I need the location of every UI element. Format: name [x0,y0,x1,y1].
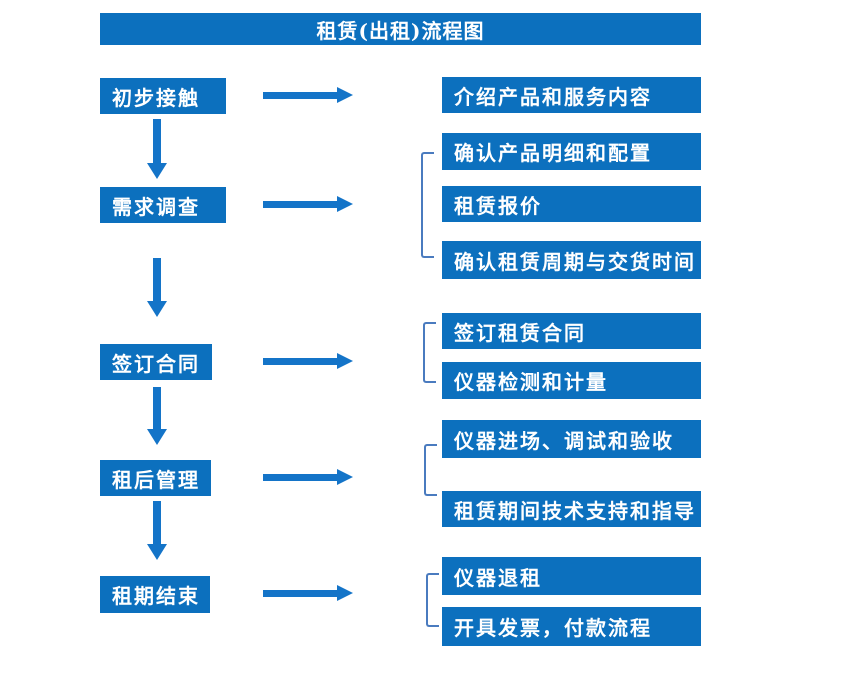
left-step-initial-contact: 初步接触 [100,78,226,114]
right-item-confirm-details: 确认产品明细和配置 [442,133,701,170]
left-step-post-rental: 租后管理 [100,460,211,496]
down-arrow-3 [147,387,167,445]
left-step-rental-end: 租期结束 [100,576,210,613]
left-step-sign-contract: 签订合同 [100,344,212,380]
right-item-instrument-testing: 仪器检测和计量 [442,362,701,399]
right-arrow-5 [263,585,353,601]
right-item-instrument-return: 仪器退租 [442,557,701,595]
right-item-introduce-products: 介绍产品和服务内容 [442,77,701,113]
right-arrow-4 [263,469,353,485]
group-bracket-sign-contract [423,322,436,383]
right-item-sign-rental-contract: 签订租赁合同 [442,313,701,349]
right-item-invoice-payment: 开具发票，付款流程 [442,607,701,646]
down-arrow-4 [147,501,167,560]
right-arrow-2 [263,196,353,212]
group-bracket-rental-end [426,573,439,627]
right-arrow-3 [263,353,353,369]
down-arrow-1 [147,119,167,179]
group-bracket-demand-survey [421,152,434,258]
flowchart-title: 租赁(出租)流程图 [100,13,701,45]
right-item-tech-support: 租赁期间技术支持和指导 [442,491,701,527]
right-item-instrument-arrival: 仪器进场、调试和验收 [442,420,701,458]
down-arrow-2 [147,258,167,317]
right-arrow-1 [263,87,353,103]
left-step-demand-survey: 需求调查 [100,187,226,223]
right-item-confirm-period: 确认租赁周期与交货时间 [442,241,701,279]
group-bracket-post-rental [424,444,437,496]
right-item-rental-quote: 租赁报价 [442,186,701,222]
